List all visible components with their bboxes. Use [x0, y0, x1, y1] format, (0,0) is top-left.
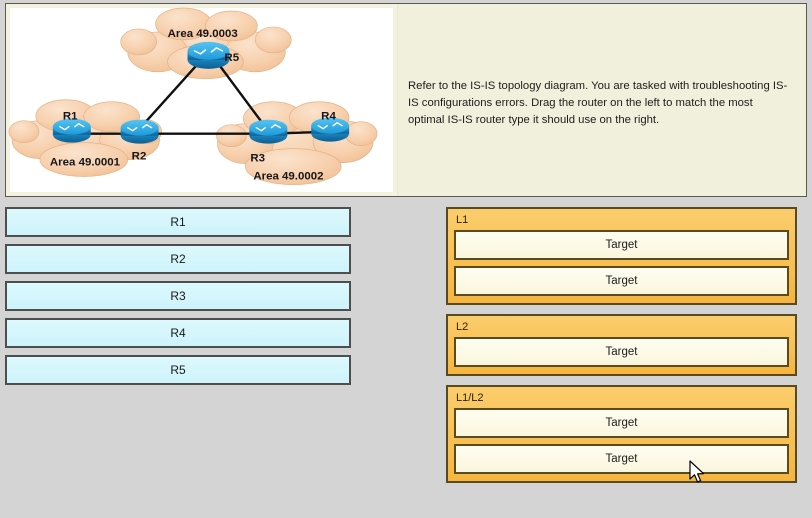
router-r2-icon — [120, 119, 159, 144]
target-group-l1l2: L1/L2 Target Target — [446, 385, 797, 483]
target-group-l2: L2 Target — [446, 314, 797, 376]
topology-diagram-pane: Area 49.0003 Area 49.0001 Area 49.0002 R… — [6, 4, 398, 196]
target-group-label-l2: L2 — [456, 321, 469, 333]
question-text: Refer to the IS-IS topology diagram. You… — [408, 80, 788, 126]
drop-target-l2-1[interactable]: Target — [454, 337, 789, 367]
drag-item-r5[interactable]: R5 — [5, 355, 351, 385]
link-r2-r5 — [137, 58, 203, 131]
router-r5-icon — [187, 41, 230, 69]
area-label-49-0001: Area 49.0001 — [50, 157, 121, 169]
drop-target-l1l2-1[interactable]: Target — [454, 408, 789, 438]
router-label-r1: R1 — [63, 111, 78, 123]
drop-target-column: L1 Target Target L2 Target L1/L2 Target … — [446, 207, 797, 492]
drop-target-l1-1[interactable]: Target — [454, 230, 789, 260]
router-r1-icon — [52, 118, 91, 143]
router-label-r5: R5 — [224, 52, 239, 64]
drag-item-r4[interactable]: R4 — [5, 318, 351, 348]
exhibit-section: Area 49.0003 Area 49.0001 Area 49.0002 R… — [5, 3, 807, 197]
link-r5-r3 — [214, 58, 269, 131]
drop-target-l1l2-2[interactable]: Target — [454, 444, 789, 474]
drag-item-r2[interactable]: R2 — [5, 244, 351, 274]
drag-item-r3[interactable]: R3 — [5, 281, 351, 311]
area-label-49-0003: Area 49.0003 — [168, 28, 238, 40]
drag-item-r1[interactable]: R1 — [5, 207, 351, 237]
router-label-r3: R3 — [250, 153, 265, 165]
question-pane: Refer to the IS-IS topology diagram. You… — [398, 4, 806, 196]
area-label-49-0002: Area 49.0002 — [253, 171, 323, 183]
cloud-area-49-0002 — [216, 101, 378, 185]
router-label-r2: R2 — [132, 151, 147, 163]
target-group-label-l1: L1 — [456, 214, 469, 226]
isis-topology-svg: Area 49.0003 Area 49.0001 Area 49.0002 R… — [8, 7, 378, 185]
target-group-l1: L1 Target Target — [446, 207, 797, 305]
drop-target-l1-2[interactable]: Target — [454, 266, 789, 296]
router-label-r4: R4 — [321, 111, 336, 123]
drag-source-list: R1 R2 R3 R4 R5 — [5, 207, 351, 392]
router-r4-icon — [311, 117, 350, 142]
router-r3-icon — [249, 119, 288, 144]
target-group-label-l1l2: L1/L2 — [456, 392, 484, 404]
